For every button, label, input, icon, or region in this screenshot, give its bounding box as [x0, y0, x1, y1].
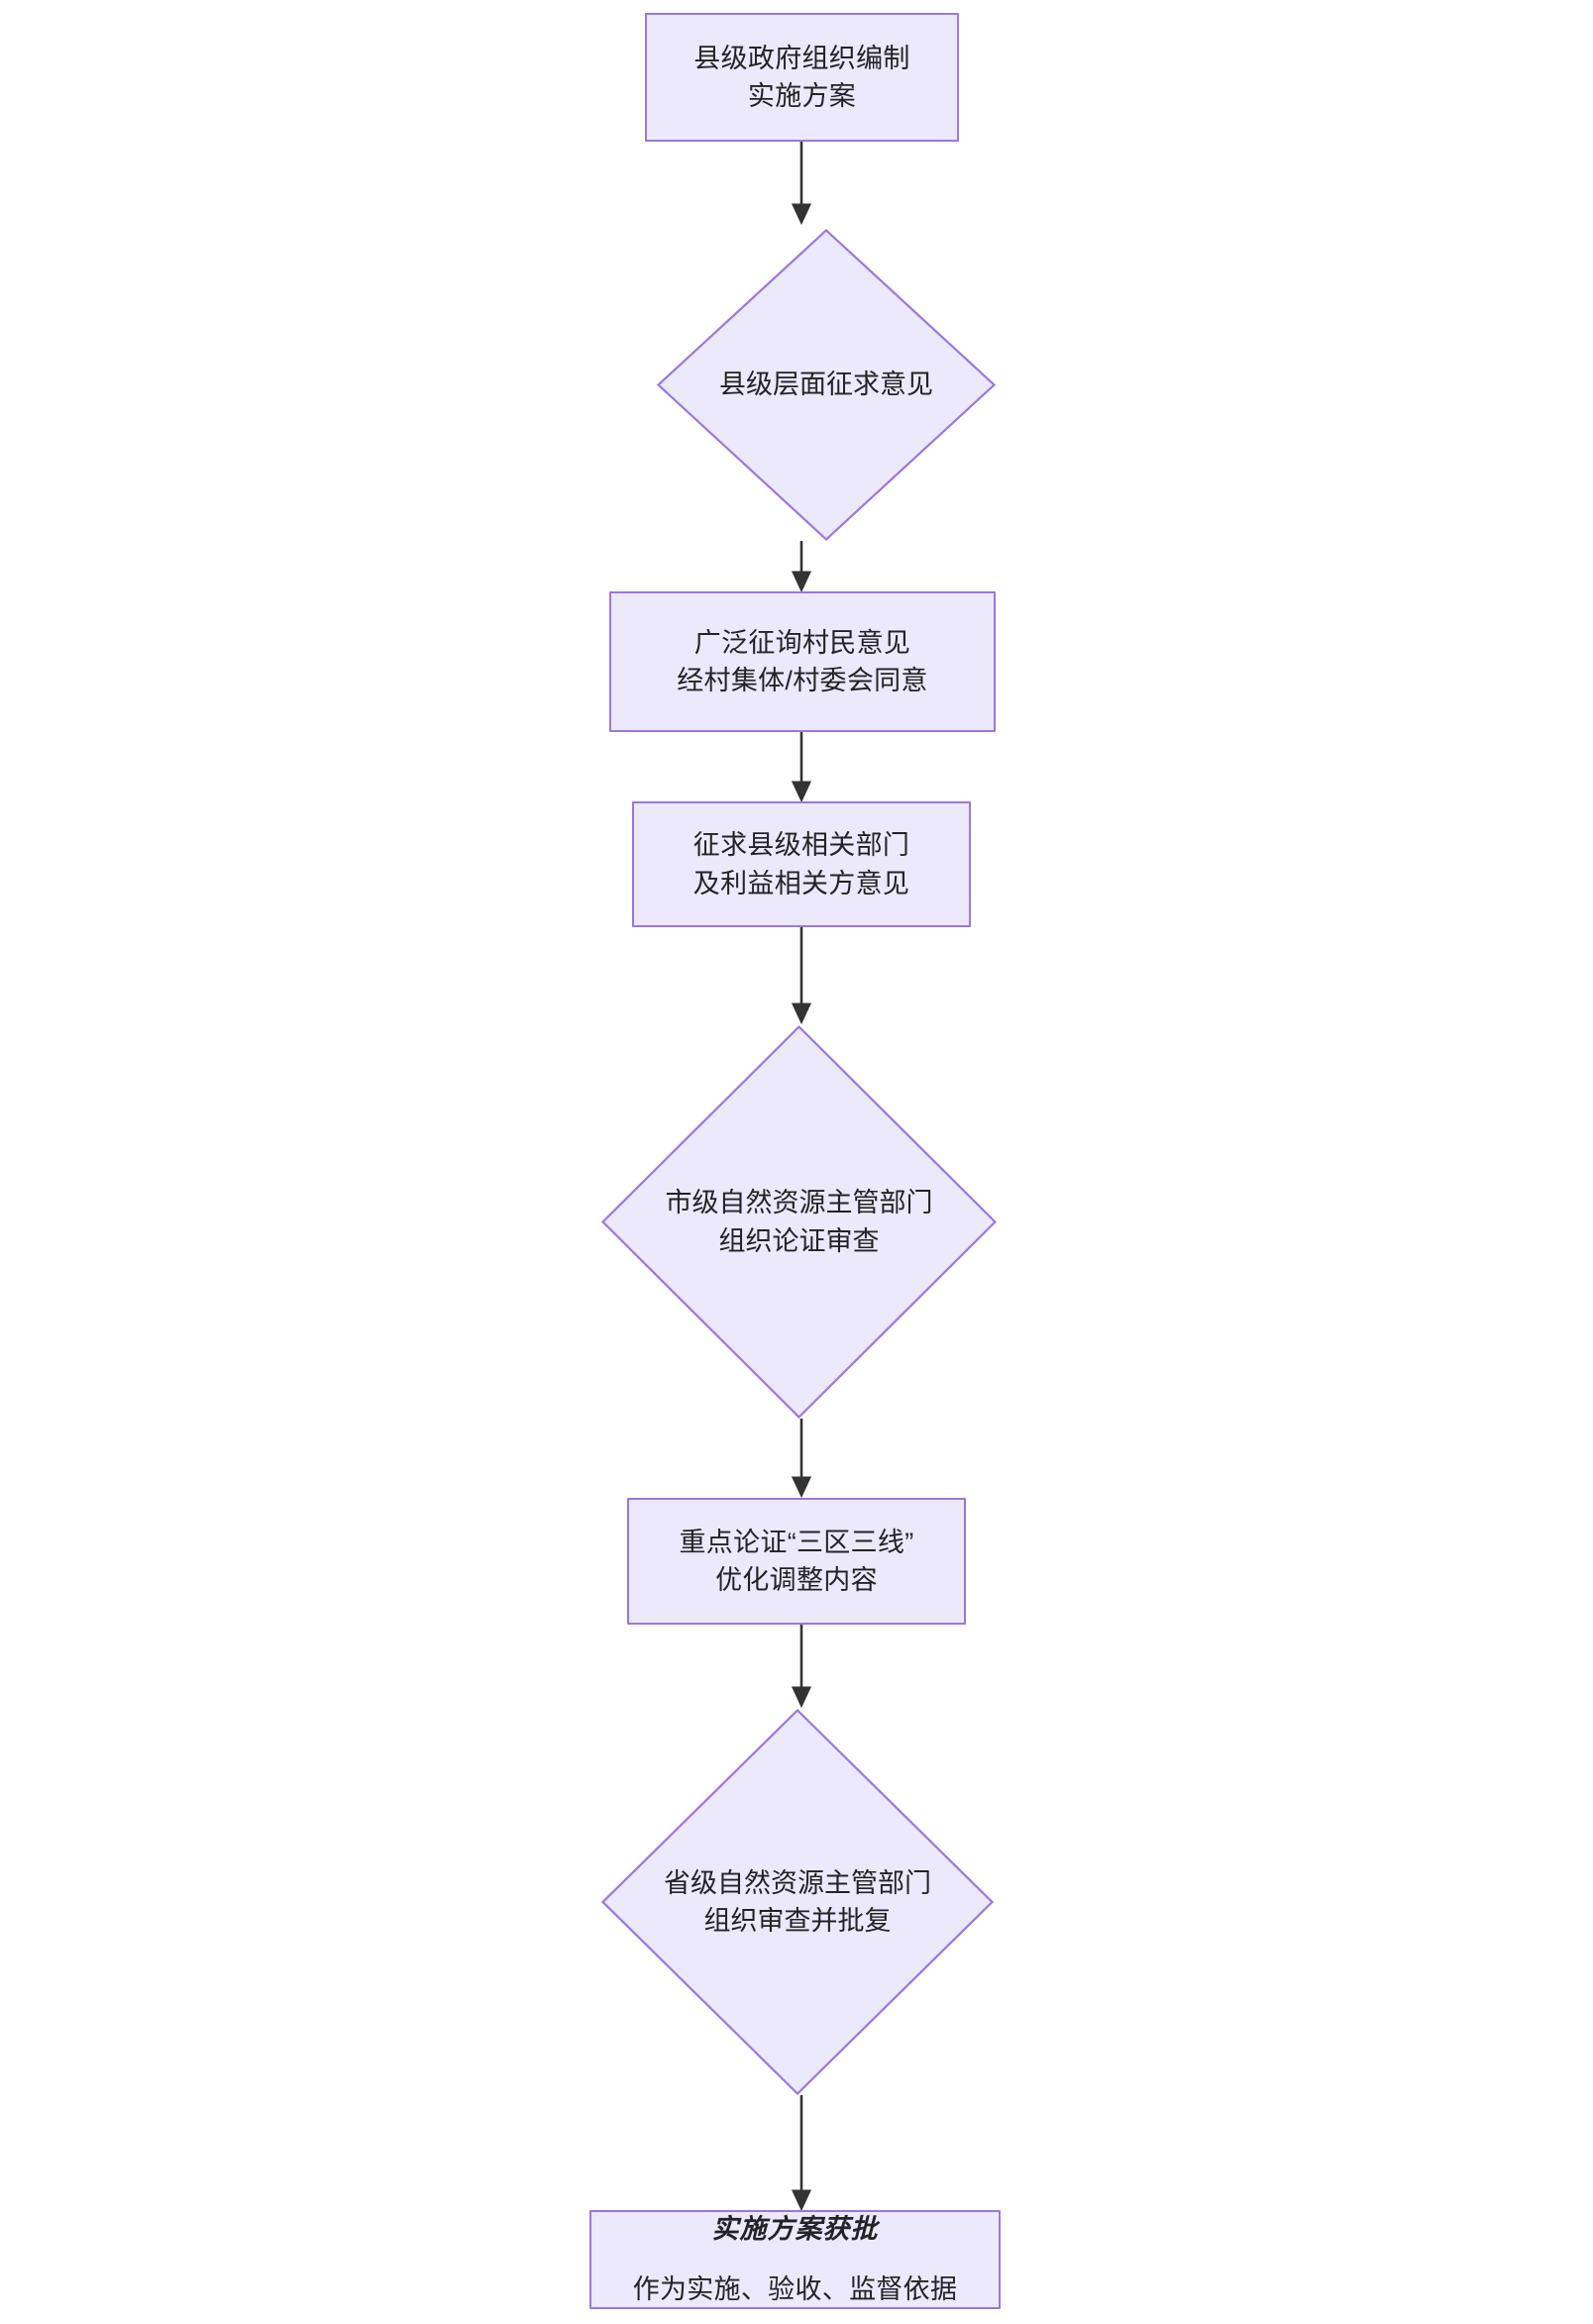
- node-label: 广泛征询村民意见 经村集体/村委会同意: [677, 627, 928, 695]
- node-departments-stakeholders-opinions[interactable]: 征求县级相关部门 及利益相关方意见: [632, 801, 971, 927]
- node-county-level-consultation[interactable]: 县级层面征求意见: [657, 229, 996, 541]
- node-three-zones-three-lines-review[interactable]: 重点论证“三区三线” 优化调整内容: [627, 1498, 966, 1625]
- node-plan-approved-result[interactable]: 实施方案获批 作为实施、验收、监督依据: [589, 2210, 1001, 2309]
- node-label: 市级自然资源主管部门 组织论证审查: [665, 1188, 933, 1256]
- node-label: 县级政府组织编制 实施方案: [693, 43, 910, 111]
- node-municipal-resources-review[interactable]: 市级自然资源主管部门 组织论证审查: [601, 1025, 997, 1419]
- node-county-gov-prepare-plan[interactable]: 县级政府组织编制 实施方案: [645, 13, 959, 142]
- node-title: 实施方案获批: [711, 2214, 879, 2245]
- node-subtitle: 作为实施、验收、监督依据: [632, 2274, 958, 2305]
- diamond-shape: [657, 229, 996, 541]
- diamond-shape: [601, 1025, 997, 1419]
- node-villager-consultation[interactable]: 广泛征询村民意见 经村集体/村委会同意: [609, 591, 996, 732]
- node-label: 县级层面征求意见: [719, 370, 933, 400]
- node-label: 征求县级相关部门 及利益相关方意见: [692, 830, 910, 898]
- diamond-shape: [601, 1709, 994, 2095]
- node-label: 省级自然资源主管部门 组织审查并批复: [664, 1867, 931, 1936]
- node-label-group: 实施方案获批 作为实施、验收、监督依据: [633, 2188, 958, 2324]
- node-label: 重点论证“三区三线” 优化调整内容: [679, 1527, 914, 1595]
- node-provincial-resources-approval[interactable]: 省级自然资源主管部门 组织审查并批复: [601, 1709, 994, 2095]
